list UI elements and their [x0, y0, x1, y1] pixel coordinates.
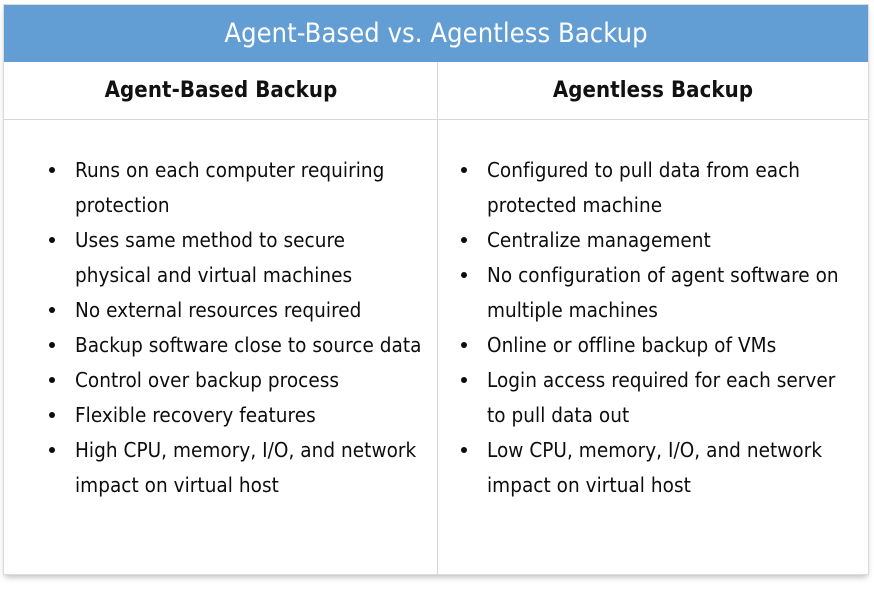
bullet-icon [49, 447, 55, 453]
list-item: Backup software close to source data [45, 328, 424, 363]
bullet-icon [49, 342, 55, 348]
list-item-label: No configuration of agent software on mu… [487, 263, 839, 322]
table-cell-agent-based: Runs on each computer requiring protecti… [4, 120, 438, 574]
list-item: Low CPU, memory, I/O, and network impact… [457, 433, 854, 503]
table-body-row: Runs on each computer requiring protecti… [4, 120, 868, 574]
bullet-icon [461, 237, 467, 243]
column-header-cell-agent-based: Agent-Based Backup [4, 62, 438, 119]
list-item: Control over backup process [45, 363, 424, 398]
list-item-label: High CPU, memory, I/O, and network impac… [75, 438, 417, 497]
column-header-cell-agentless: Agentless Backup [438, 62, 868, 119]
list-item-label: No external resources required [75, 298, 362, 322]
bullet-icon [49, 237, 55, 243]
bullet-list-agentless: Configured to pull data from each protec… [457, 153, 854, 503]
bullet-icon [461, 447, 467, 453]
list-item-label: Low CPU, memory, I/O, and network impact… [487, 438, 823, 497]
list-item-label: Backup software close to source data [75, 333, 422, 357]
list-item-label: Login access required for each server to… [487, 368, 836, 427]
list-item: Runs on each computer requiring protecti… [45, 153, 424, 223]
bullet-icon [49, 412, 55, 418]
list-item: Login access required for each server to… [457, 363, 854, 433]
bullet-icon [461, 167, 467, 173]
list-item: No external resources required [45, 293, 424, 328]
list-item-label: Runs on each computer requiring protecti… [75, 158, 385, 217]
column-divider [437, 62, 438, 574]
column-header-label-agentless: Agentless Backup [552, 78, 754, 103]
list-item-label: Flexible recovery features [75, 403, 316, 427]
bullet-icon [461, 272, 467, 278]
list-item-label: Configured to pull data from each protec… [487, 158, 801, 217]
list-item: Online or offline backup of VMs [457, 328, 854, 363]
list-item: Uses same method to secure physical and … [45, 223, 424, 293]
table-cell-agentless: Configured to pull data from each protec… [438, 120, 868, 574]
page-title: Agent-Based vs. Agentless Backup [224, 18, 648, 49]
table-title-bar: Agent-Based vs. Agentless Backup [4, 5, 868, 62]
list-item: High CPU, memory, I/O, and network impac… [45, 433, 424, 503]
bullet-icon [49, 307, 55, 313]
bullet-icon [461, 377, 467, 383]
list-item: No configuration of agent software on mu… [457, 258, 854, 328]
bullet-icon [461, 342, 467, 348]
column-header-row: Agent-Based Backup Agentless Backup [4, 62, 868, 120]
bullet-icon [49, 167, 55, 173]
bullet-list-agent-based: Runs on each computer requiring protecti… [45, 153, 424, 503]
list-item-label: Uses same method to secure physical and … [75, 228, 353, 287]
list-item: Centralize management [457, 223, 854, 258]
bullet-icon [49, 377, 55, 383]
list-item-label: Online or offline backup of VMs [487, 333, 777, 357]
list-item-label: Centralize management [487, 228, 711, 252]
list-item: Configured to pull data from each protec… [457, 153, 854, 223]
column-header-label-agent-based: Agent-Based Backup [104, 78, 338, 103]
list-item: Flexible recovery features [45, 398, 424, 433]
list-item-label: Control over backup process [75, 368, 340, 392]
comparison-table: Agent-Based vs. Agentless Backup Agent-B… [3, 4, 869, 575]
